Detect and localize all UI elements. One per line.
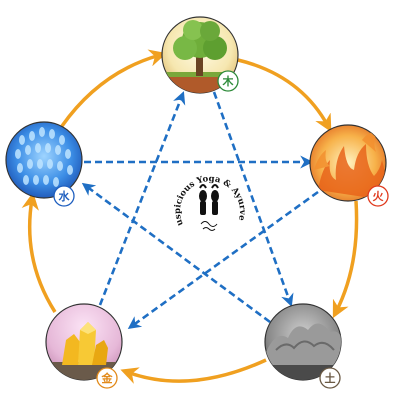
element-node-earth: 土 xyxy=(264,303,342,389)
cycle-arrow-earth-to-metal xyxy=(120,358,267,384)
script-glyph-icon xyxy=(200,221,218,231)
water-droplets-icon xyxy=(15,127,73,187)
controlling-cycle-arrows xyxy=(81,91,319,330)
element-label-earth: 土 xyxy=(325,371,336,385)
element-label-wood: 木 xyxy=(222,74,235,88)
yoga-figures-icon xyxy=(199,184,219,215)
control-arrow-metal-to-wood xyxy=(98,91,186,306)
element-label-fire: 火 xyxy=(373,190,385,203)
control-arrow-wood-to-earth xyxy=(212,91,294,307)
cycle-arrow-fire-to-earth xyxy=(332,200,359,319)
cycle-arrow-water-to-wood xyxy=(60,49,167,128)
element-label-water: 水 xyxy=(59,189,71,203)
element-label-metal: 金 xyxy=(101,371,114,385)
element-node-metal: 金 xyxy=(45,303,123,389)
element-node-fire: 火 xyxy=(309,124,389,207)
control-arrow-earth-to-water xyxy=(81,182,271,324)
element-node-water: 水 xyxy=(5,121,83,207)
cycle-arrow-wood-to-fire xyxy=(237,58,332,133)
element-node-wood: 木 xyxy=(161,16,239,94)
generating-cycle-arrows xyxy=(21,49,359,384)
flame-icon xyxy=(314,131,386,200)
control-arrow-fire-to-metal xyxy=(127,190,319,330)
cycle-arrow-metal-to-water xyxy=(21,192,57,313)
